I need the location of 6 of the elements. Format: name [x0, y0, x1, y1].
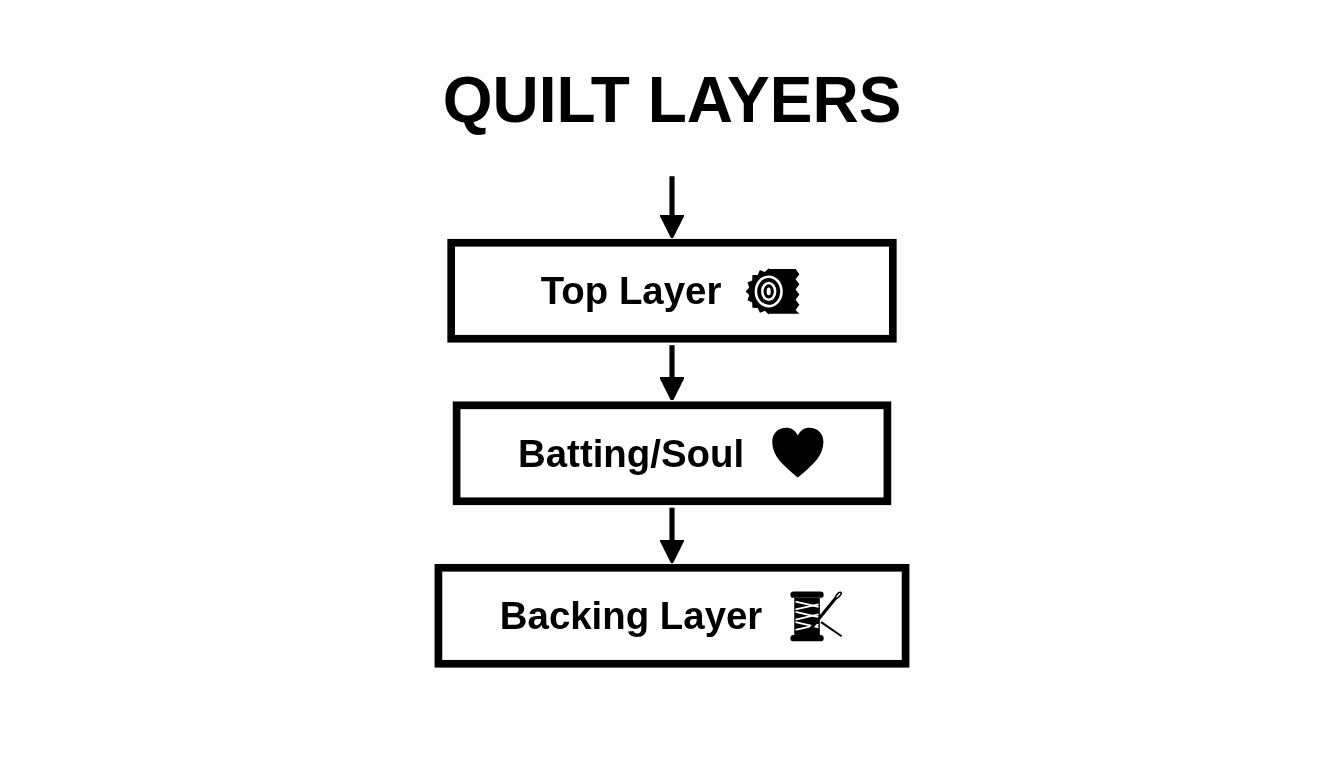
- arrow: [659, 507, 685, 564]
- node-label: Top Layer: [540, 268, 722, 314]
- node-label: Backing Layer: [499, 593, 763, 639]
- arrow: [659, 345, 685, 402]
- node-label: Batting/Soul: [518, 431, 745, 477]
- arrow: [659, 176, 685, 239]
